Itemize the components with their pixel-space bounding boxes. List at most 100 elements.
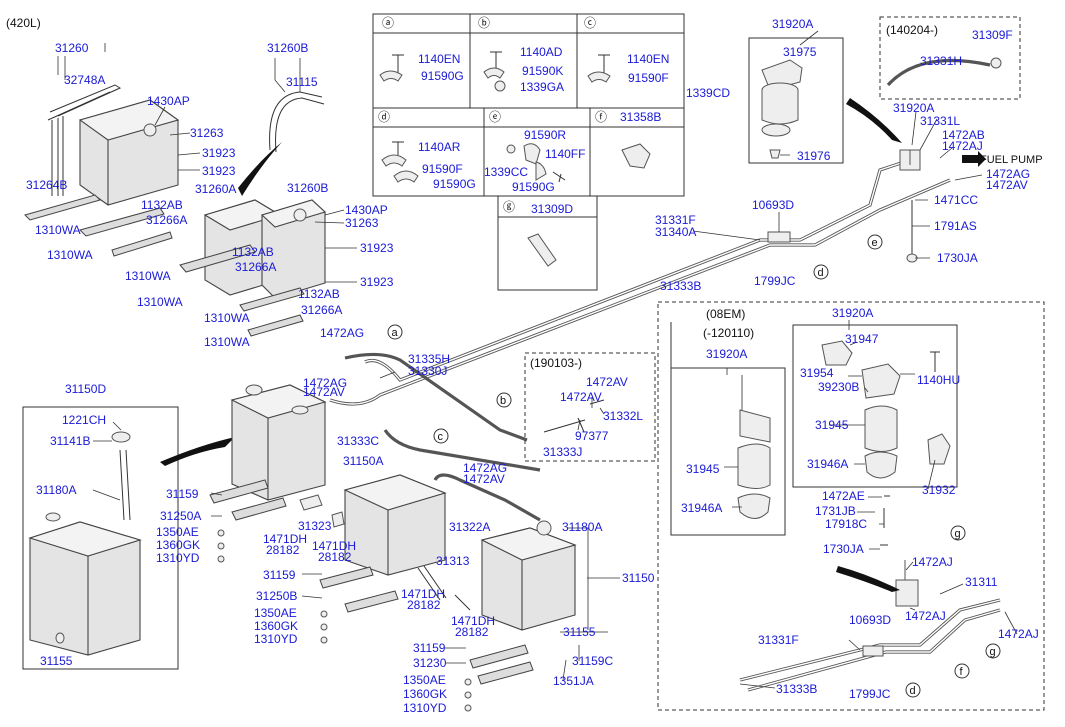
part-label[interactable]: 1472AE (822, 489, 865, 503)
part-label[interactable]: 1731JB (815, 504, 856, 518)
part-label[interactable]: 31263 (345, 216, 379, 230)
part-label[interactable]: 1472AV (586, 375, 628, 389)
part-label[interactable]: 31159 (413, 641, 446, 655)
part-label[interactable]: 1799JC (849, 687, 891, 701)
part-label[interactable]: 31920A (772, 17, 814, 31)
part-label[interactable]: 1730JA (823, 542, 864, 556)
part-label[interactable]: 1472AJ (912, 555, 953, 569)
part-label[interactable]: 1472AB (942, 128, 985, 142)
part-label[interactable]: 1472AG (320, 326, 365, 340)
part-label[interactable]: 31250B (256, 589, 298, 603)
part-label[interactable]: 31260B (287, 181, 329, 195)
part-label[interactable]: 1221CH (62, 413, 107, 427)
part-label[interactable]: 1730JA (937, 251, 978, 265)
part-label[interactable]: 31141B (50, 434, 91, 448)
part-label[interactable]: 1140EN (627, 52, 670, 66)
part-label[interactable]: 1140AD (520, 45, 563, 59)
part-label[interactable]: 1791AS (934, 219, 977, 233)
part-label[interactable]: 31150D (65, 382, 107, 396)
part-label[interactable]: 32748A (64, 73, 106, 87)
part-label[interactable]: 91590F (628, 71, 669, 85)
part-label[interactable]: 17918C (825, 517, 868, 531)
part-label[interactable]: 1310WA (47, 248, 93, 262)
part-label[interactable]: 31263 (190, 126, 224, 140)
part-label[interactable]: 31159C (572, 654, 614, 668)
part-label[interactable]: 91590F (422, 162, 463, 176)
part-label[interactable]: 31115 (286, 75, 318, 89)
part-label[interactable]: 1339GA (520, 80, 565, 94)
part-label[interactable]: 31180A (36, 483, 77, 497)
part-label[interactable]: 31266A (146, 213, 188, 227)
part-label[interactable]: 1339CC (484, 165, 529, 179)
part-label[interactable]: 31260B (267, 41, 309, 55)
part-label[interactable]: 91590G (421, 69, 464, 83)
part-label[interactable]: 31920A (832, 306, 874, 320)
part-label[interactable]: 1472AV (560, 390, 602, 404)
part-label[interactable]: 1132AB (141, 198, 183, 212)
part-label[interactable]: 1472AJ (905, 609, 946, 623)
part-label[interactable]: 31311 (965, 575, 998, 589)
part-label[interactable]: 31947 (845, 332, 879, 346)
part-label[interactable]: 31923 (202, 164, 236, 178)
part-label[interactable]: 1360GK (403, 687, 448, 701)
part-label[interactable]: 31340A (655, 225, 697, 239)
part-label[interactable]: 1472AG (986, 167, 1031, 181)
part-label[interactable]: 31333C (337, 434, 380, 448)
part-label[interactable]: 1310WA (204, 335, 250, 349)
part-label[interactable]: 31266A (235, 260, 277, 274)
part-label[interactable]: 31333B (776, 682, 818, 696)
part-label[interactable]: 31309F (972, 28, 1013, 42)
part-label[interactable]: 31313 (436, 554, 470, 568)
part-label[interactable]: 1350AE (403, 673, 446, 687)
part-label[interactable]: 91590K (522, 64, 564, 78)
part-label[interactable]: 31920A (893, 101, 935, 115)
part-label[interactable]: 91590G (512, 180, 555, 194)
part-label[interactable]: 1350AE (254, 606, 297, 620)
part-label[interactable]: 31150 (622, 571, 655, 585)
part-label[interactable]: 31260 (55, 41, 89, 55)
part-label[interactable]: 1430AP (345, 203, 388, 217)
part-label[interactable]: 1132AB (298, 287, 340, 301)
part-label[interactable]: 31331H (920, 54, 963, 68)
part-label[interactable]: 28182 (266, 543, 300, 557)
part-label[interactable]: 1310WA (35, 223, 81, 237)
part-label[interactable]: 28182 (318, 550, 352, 564)
part-label[interactable]: 1472AV (986, 178, 1028, 192)
part-label[interactable]: 28182 (455, 625, 489, 639)
part-label[interactable]: 1310WA (125, 269, 171, 283)
part-label[interactable]: 31323 (298, 519, 332, 533)
part-label[interactable]: 31230 (413, 656, 447, 670)
part-label[interactable]: 31946A (807, 457, 849, 471)
part-label[interactable]: 1140HU (917, 373, 961, 387)
part-label[interactable]: 39230B (818, 380, 860, 394)
part-label[interactable]: 97377 (575, 429, 609, 443)
part-label[interactable]: 31330J (408, 364, 448, 378)
part-label[interactable]: 1472AG (463, 461, 508, 475)
part-label[interactable]: 1132AB (232, 245, 274, 259)
part-label[interactable]: 1430AP (147, 94, 190, 108)
part-label[interactable]: 1472AJ (942, 139, 983, 153)
part-label[interactable]: 1310WA (137, 295, 183, 309)
part-label[interactable]: 1472AG (303, 376, 348, 390)
part-label[interactable]: 31250A (160, 509, 202, 523)
part-label[interactable]: 31333B (660, 279, 702, 293)
part-label[interactable]: 1310YD (156, 551, 200, 565)
part-label[interactable]: 31333J (543, 445, 583, 459)
part-label[interactable]: 31150A (343, 454, 384, 468)
part-label[interactable]: 1140FF (545, 147, 586, 161)
part-label[interactable]: 31975 (783, 45, 817, 59)
part-label[interactable]: 10693D (849, 613, 892, 627)
part-label[interactable]: 31155 (40, 654, 73, 668)
part-label[interactable]: 31923 (360, 241, 394, 255)
part-label[interactable]: 1140AR (418, 140, 461, 154)
part-label[interactable]: 10693D (752, 198, 795, 212)
part-label[interactable]: 1471CC (934, 193, 979, 207)
part-label[interactable]: 1471DH (312, 539, 357, 553)
part-label[interactable]: 31358B (620, 110, 662, 124)
part-label[interactable]: 31954 (800, 366, 834, 380)
part-label[interactable]: 31309D (531, 202, 574, 216)
part-label[interactable]: 31335H (408, 352, 451, 366)
part-label[interactable]: 1339CD (686, 86, 731, 100)
part-label[interactable]: 31260A (195, 182, 237, 196)
part-label[interactable]: 31945 (815, 418, 849, 432)
